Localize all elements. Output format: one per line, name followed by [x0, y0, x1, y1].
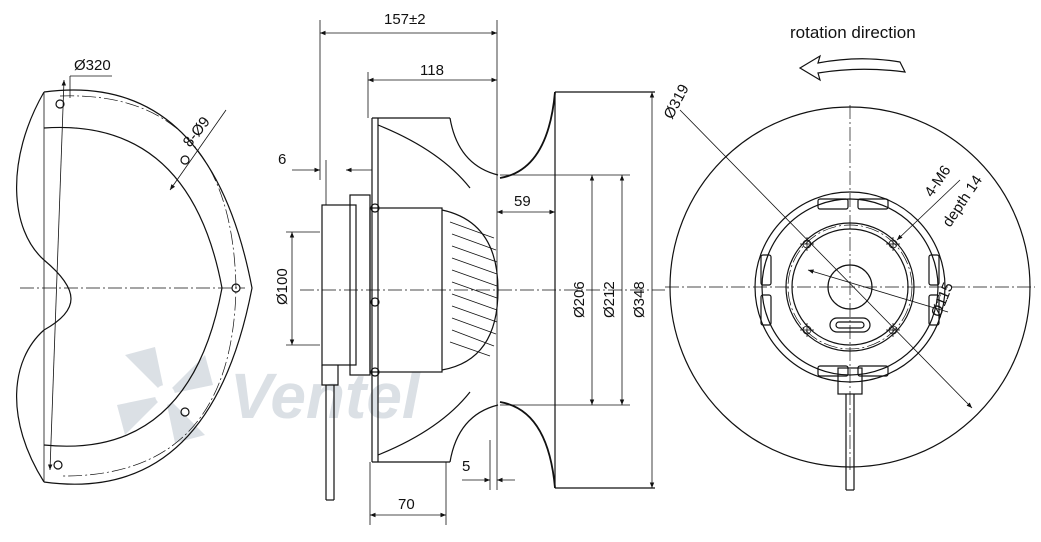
side-view: 157±2 118 6 [274, 11, 665, 525]
dim-5: 5 [462, 458, 470, 475]
dim-holes: 8-Ø9 [180, 114, 214, 151]
dim-overall-length: 157±2 [384, 11, 426, 28]
dim-59: 59 [514, 193, 531, 210]
dim-d100: Ø100 [274, 268, 291, 305]
rotation-arrow-icon [798, 54, 907, 82]
cooling-fins [449, 221, 498, 357]
bolt-holes [53, 99, 241, 470]
dim-70: 70 [398, 496, 415, 513]
dim-d319: Ø319 [661, 81, 693, 121]
rotation-direction-label: rotation direction [790, 23, 916, 42]
dim-thread: 4-M6 [921, 162, 954, 200]
dim-d115: Ø115 [928, 280, 957, 319]
dim-d206: Ø206 [571, 281, 588, 318]
dim-d348: Ø348 [631, 281, 648, 318]
mount-slots [760, 198, 940, 377]
flange-view: Ø320 8-Ø9 [16, 57, 253, 485]
dim-118: 118 [420, 62, 444, 79]
dim-d320: Ø320 [74, 57, 111, 74]
dim-6: 6 [278, 151, 286, 168]
watermark-logo: Ventel [117, 347, 421, 443]
front-view: rotation direction [661, 23, 1035, 491]
dim-d212: Ø212 [601, 281, 618, 318]
